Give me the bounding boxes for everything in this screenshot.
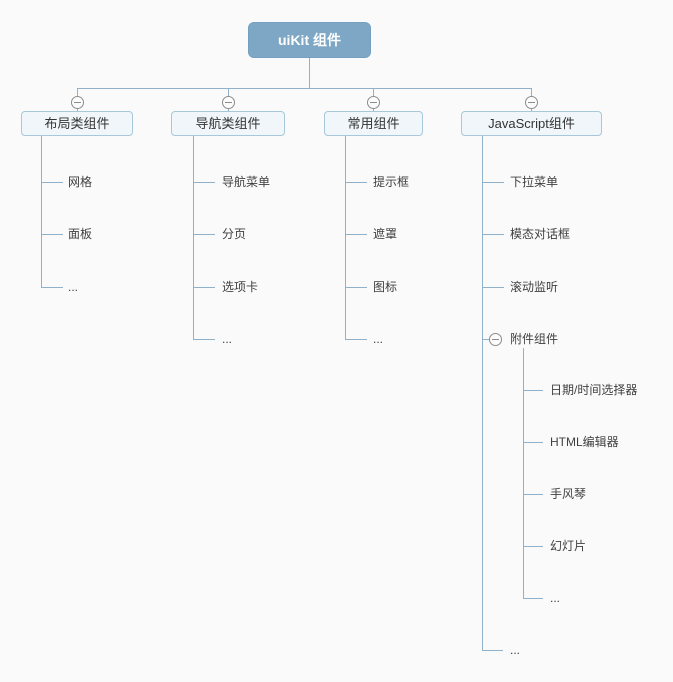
connector-branch4-trunk (482, 135, 483, 651)
connector-leaf (193, 339, 215, 340)
leaf-node[interactable]: 幻灯片 (550, 539, 587, 553)
minus-circle-icon[interactable] (524, 95, 538, 109)
connector-leaf (41, 287, 63, 288)
minus-circle-icon[interactable] (488, 332, 502, 346)
leaf-node[interactable]: 面板 (68, 227, 93, 241)
connector-subgroup-stub (482, 339, 490, 340)
leaf-node-more[interactable]: ... (373, 332, 384, 346)
branch-node-navigation[interactable]: 导航类组件 (171, 111, 285, 136)
connector-tail (482, 650, 503, 651)
branch-node-layout[interactable]: 布局类组件 (21, 111, 133, 136)
connector-leaf (482, 287, 504, 288)
connector-subgroup-trunk (523, 348, 524, 599)
connector-leaf (41, 182, 63, 183)
connector-branch2-trunk (193, 135, 194, 339)
leaf-node[interactable]: HTML编辑器 (550, 435, 619, 449)
connector-leaf (41, 234, 63, 235)
leaf-node[interactable]: 分页 (222, 227, 247, 241)
connector-leaf (345, 339, 367, 340)
leaf-node[interactable]: 手风琴 (550, 487, 587, 501)
connector-leaf (523, 390, 543, 391)
connector-leaf (523, 546, 543, 547)
leaf-node[interactable]: 选项卡 (222, 280, 259, 294)
minus-circle-icon[interactable] (221, 95, 235, 109)
leaf-node-more[interactable]: ... (550, 591, 561, 605)
connector-branch3-trunk (345, 135, 346, 339)
connector-leaf (193, 234, 215, 235)
leaf-node[interactable]: 下拉菜单 (510, 175, 559, 189)
connector-leaf (523, 598, 543, 599)
leaf-node[interactable]: 提示框 (373, 175, 410, 189)
connector-leaf (345, 182, 367, 183)
leaf-node[interactable]: 网格 (68, 175, 93, 189)
branch-node-javascript[interactable]: JavaScript组件 (461, 111, 602, 136)
branch-node-common[interactable]: 常用组件 (324, 111, 423, 136)
subgroup-node[interactable]: 附件组件 (510, 332, 559, 346)
leaf-node-more[interactable]: ... (68, 280, 79, 294)
connector-branch1-trunk (41, 135, 42, 287)
leaf-node[interactable]: 滚动监听 (510, 280, 559, 294)
leaf-node[interactable]: 图标 (373, 280, 398, 294)
connector-leaf (345, 287, 367, 288)
connector-leaf (482, 182, 504, 183)
connector-root-drop (309, 58, 310, 88)
minus-circle-icon[interactable] (70, 95, 84, 109)
minus-circle-icon[interactable] (366, 95, 380, 109)
leaf-node[interactable]: 模态对话框 (510, 227, 571, 241)
leaf-node[interactable]: 导航菜单 (222, 175, 271, 189)
connector-main-horizontal (77, 88, 532, 89)
root-node[interactable]: uiKit 组件 (248, 22, 371, 58)
connector-leaf (523, 442, 543, 443)
connector-leaf (345, 234, 367, 235)
leaf-node-more[interactable]: ... (510, 643, 521, 657)
connector-leaf (193, 182, 215, 183)
leaf-node-more[interactable]: ... (222, 332, 233, 346)
connector-leaf (193, 287, 215, 288)
leaf-node[interactable]: 日期/时间选择器 (550, 383, 638, 397)
connector-leaf (523, 494, 543, 495)
leaf-node[interactable]: 遮罩 (373, 227, 398, 241)
connector-leaf (482, 234, 504, 235)
